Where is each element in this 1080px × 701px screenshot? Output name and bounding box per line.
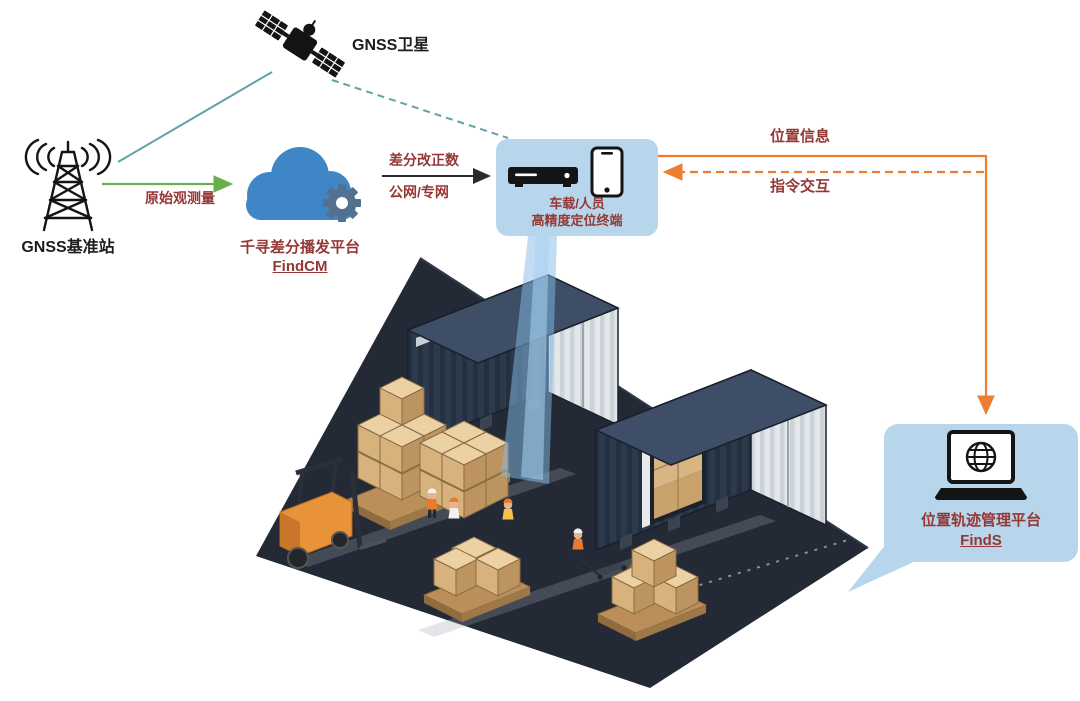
platform-bubble: 位置轨迹管理平台 FindS (884, 424, 1078, 562)
cloud-platform-title: 千寻差分播发平台 (239, 239, 360, 256)
pallet-jack (581, 559, 628, 580)
pallet-stack-center (422, 536, 532, 622)
radio-tower-icon (24, 136, 112, 236)
yard-floor (256, 258, 868, 688)
phone-icon (590, 146, 624, 198)
link-satellite-to-terminal (331, 79, 509, 139)
receiver-icon (506, 161, 582, 191)
link-label-network: 公网/专网 (389, 184, 449, 200)
platform-title: 位置轨迹管理平台 (920, 512, 1041, 529)
terminal-label-line1: 车载/人员 (549, 196, 605, 211)
positioning-beam-core (521, 236, 549, 480)
container-left (406, 273, 620, 452)
platform-subtitle: FindS (960, 532, 1002, 549)
terminal-label-line2: 高精度定位终端 (531, 213, 623, 228)
link-label-raw-observation: 原始观测量 (145, 190, 215, 206)
worker (448, 497, 460, 527)
link-label-position-info: 位置信息 (769, 128, 830, 145)
link-label-command: 指令交互 (769, 178, 830, 195)
warehouse-scene (256, 257, 869, 688)
pallet-stack-right (596, 538, 708, 641)
worker (572, 528, 584, 558)
forklift (279, 456, 387, 569)
worker (426, 488, 438, 518)
container-right (594, 368, 828, 552)
worker (502, 498, 514, 528)
link-label-corrections: 差分改正数 (389, 152, 459, 168)
satellite-label: GNSS卫星 (352, 37, 430, 54)
cloud-platform-subtitle: FindCM (272, 258, 328, 275)
terminal-bubble: 车载/人员 高精度定位终端 (496, 139, 658, 236)
base-station-label: GNSS基准站 (21, 239, 115, 256)
positioning-beam (501, 236, 557, 484)
cloud-gear-icon (230, 140, 375, 235)
satellite-icon (250, 2, 350, 86)
pallet-stack-left (344, 376, 512, 530)
laptop-globe-icon (931, 430, 1031, 506)
gear-icon (323, 184, 361, 222)
